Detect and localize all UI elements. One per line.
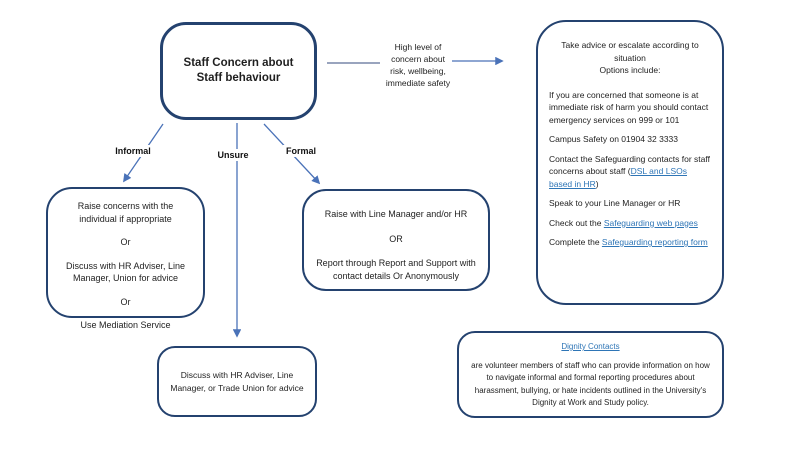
web-pages-text: Check out the bbox=[549, 217, 604, 228]
high-level-concern-label: High level of concern about risk, wellbe… bbox=[385, 42, 451, 88]
dignity-contacts-box: Dignity Contacts are volunteer members o… bbox=[457, 331, 724, 418]
reporting-form-text: Complete the bbox=[549, 237, 602, 247]
informal-or-1: Or bbox=[120, 237, 131, 247]
safeguarding-contacts-text: Contact the Safeguarding contacts for st… bbox=[549, 153, 710, 177]
advice-reporting-form: Complete the Safeguarding reporting form bbox=[549, 236, 711, 249]
informal-or-2: Or bbox=[120, 296, 131, 307]
safeguarding-reporting-form-link[interactable]: Safeguarding reporting form bbox=[601, 237, 708, 247]
staff-concern-box: Staff Concern about Staff behaviour bbox=[160, 22, 317, 120]
unsure-options-box: Discuss with HR Adviser, Line Manager, o… bbox=[157, 346, 317, 417]
advice-heading: Take advice or escalate according to sit… bbox=[561, 40, 699, 63]
formal-option-raise: Raise with Line Manager and/or HR bbox=[324, 209, 468, 219]
escalation-advice-box: Take advice or escalate according to sit… bbox=[536, 20, 724, 305]
advice-web-pages: Check out the Safeguarding web pages bbox=[549, 217, 711, 230]
advice-emergency: If you are concerned that someone is at … bbox=[549, 89, 709, 125]
unsure-option-discuss: Discuss with HR Adviser, Line Manager, o… bbox=[170, 370, 304, 393]
dignity-contacts-link[interactable]: Dignity Contacts bbox=[561, 342, 620, 351]
advice-campus-safety: Campus Safety on 01904 32 3333 bbox=[549, 134, 679, 144]
branch-label-unsure: Unsure bbox=[214, 149, 252, 161]
safeguarding-web-pages-link[interactable]: Safeguarding web pages bbox=[603, 217, 698, 228]
informal-option-raise: Raise concerns with the individual if ap… bbox=[77, 201, 174, 224]
staff-concern-title: Staff Concern about Staff behaviour bbox=[183, 57, 294, 84]
advice-line-manager: Speak to your Line Manager or HR bbox=[549, 198, 681, 208]
dignity-description: are volunteer members of staff who can p… bbox=[471, 360, 710, 408]
branch-label-informal: Informal bbox=[112, 145, 154, 157]
informal-options-box: Raise concerns with the individual if ap… bbox=[46, 187, 205, 330]
advice-safeguarding-contacts: Contact the Safeguarding contacts for st… bbox=[549, 153, 711, 191]
informal-option-mediation: Use Mediation Service bbox=[80, 320, 171, 330]
dignity-link-row: Dignity Contacts bbox=[470, 341, 711, 354]
informal-option-discuss: Discuss with HR Adviser, Line Manager, U… bbox=[65, 260, 186, 284]
branch-label-formal: Formal bbox=[282, 145, 320, 157]
advice-subheading: Options include: bbox=[599, 65, 661, 75]
formal-option-report: Report through Report and Support with c… bbox=[316, 258, 476, 281]
formal-options-box: Raise with Line Manager and/or HR OR Rep… bbox=[302, 189, 490, 291]
safeguarding-contacts-close-paren: ) bbox=[595, 178, 599, 189]
dsl-lso-link[interactable]: DSL and LSOs based in HR bbox=[549, 166, 687, 189]
formal-or: OR bbox=[389, 233, 403, 244]
